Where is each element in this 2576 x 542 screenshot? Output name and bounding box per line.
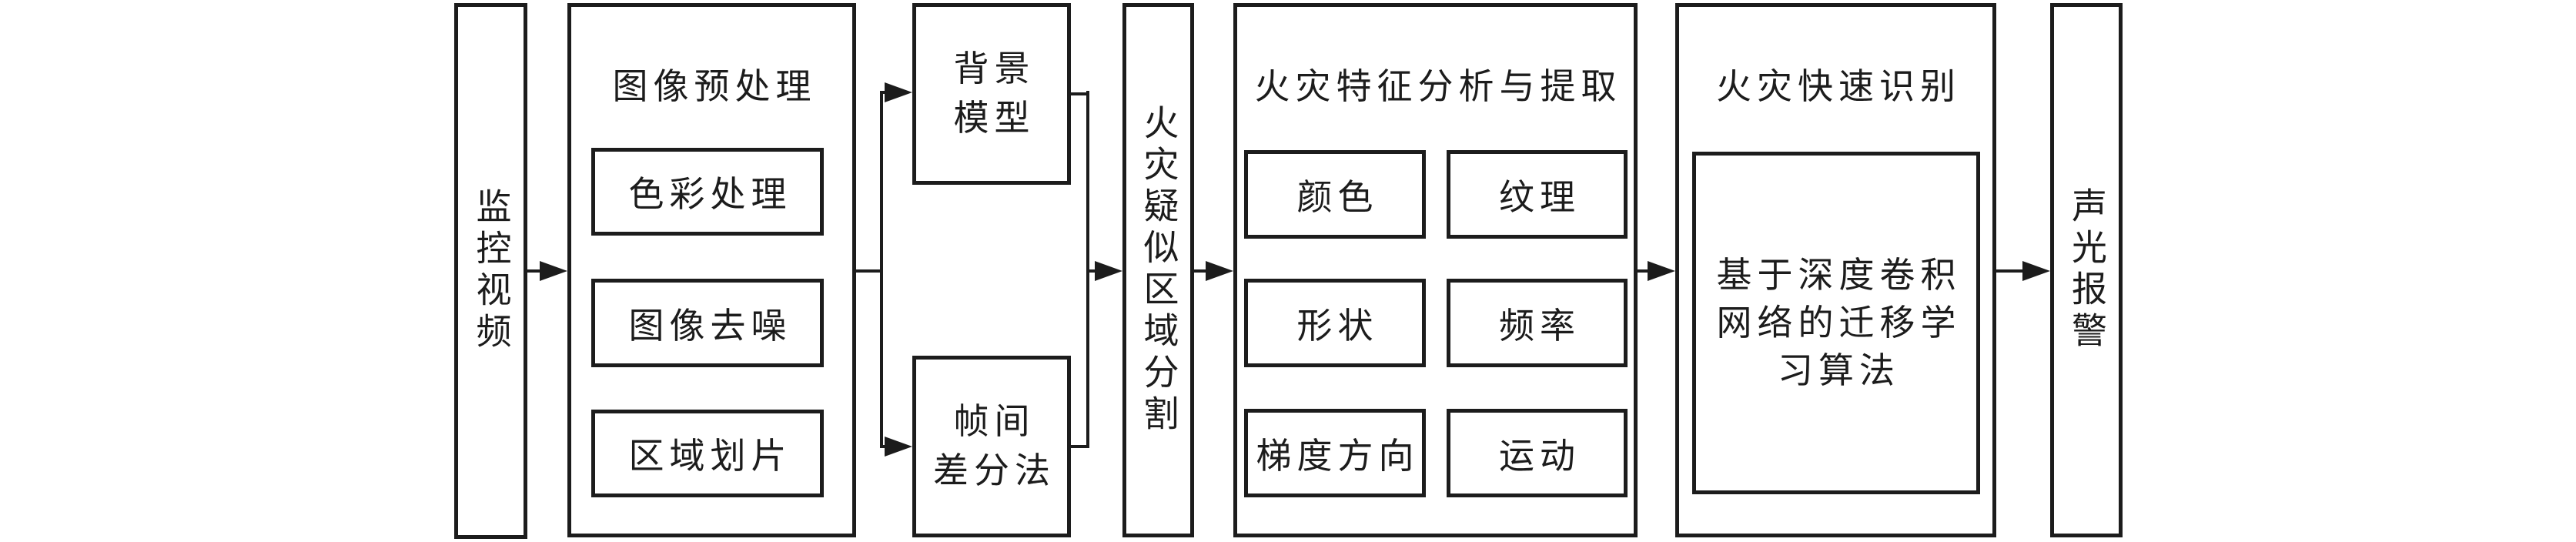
node-label-line: 模型 [953,99,1035,138]
node-background-model: 背景 模型 [912,3,1071,185]
sub-node-image-denoising: 图像去噪 [591,279,824,367]
sub-node-texture: 纹理 [1447,150,1628,239]
node-fire-recognition: 火灾快速识别 基于深度卷积 网络的迁移学 习算法 [1675,3,1996,537]
connector-line [1086,269,1098,273]
node-title: 火灾特征分析与提取 [1254,67,1622,106]
node-label-wrap: 监控视频 [458,7,524,535]
sub-node-region-slicing: 区域划片 [591,410,824,497]
connector-line [1069,445,1089,448]
node-label-wrap: 声光报警 [2054,7,2119,534]
connector-line [856,269,883,273]
node-label: 声光报警 [2067,187,2106,353]
node-label-line: 帧间 [953,402,1035,441]
connector-line [1638,269,1651,273]
sub-node-label: 纹理 [1499,177,1581,217]
connector-line [1996,269,2027,273]
node-feature-extraction: 火灾特征分析与提取 颜色 纹理 形状 频率 梯度方向 运动 [1233,3,1638,537]
connector-line [527,269,544,273]
sub-node-label: 运动 [1499,436,1581,476]
sub-node-transfer-learning-algorithm: 基于深度卷积 网络的迁移学 习算法 [1692,152,1980,494]
algorithm-label-line: 基于深度卷积 [1716,255,1962,295]
node-label: 监控视频 [471,188,511,354]
arrowhead-icon [885,437,912,457]
node-sound-light-alarm: 声光报警 [2050,3,2123,537]
node-title: 火灾快速识别 [1716,67,1961,106]
sub-node-shape: 形状 [1244,279,1426,367]
sub-node-label: 图像去噪 [628,306,792,346]
sub-node-frequency: 频率 [1447,279,1628,367]
sub-node-color-processing: 色彩处理 [591,148,824,236]
sub-node-label: 频率 [1499,306,1581,346]
sub-node-label: 色彩处理 [628,175,792,214]
sub-node-label: 区域划片 [628,437,792,476]
node-label-line: 背景 [953,49,1035,89]
node-label-wrap: 帧间 差分法 [916,360,1067,534]
arrowhead-icon [885,82,912,102]
node-image-preprocessing: 图像预处理 色彩处理 图像去噪 区域划片 [567,3,856,537]
node-label-wrap: 背景 模型 [916,7,1067,181]
node-label-wrap: 火灾疑似区域分割 [1126,7,1190,534]
arrowhead-icon [540,261,567,281]
connector-line [880,91,883,448]
arrowhead-icon [1206,261,1233,281]
connector-line [1069,92,1089,95]
arrowhead-icon [1095,261,1122,281]
algorithm-label-line: 习算法 [1778,350,1900,390]
sub-node-label: 形状 [1296,306,1379,346]
sub-node-label: 颜色 [1296,177,1379,217]
node-surveillance-video: 监控视频 [454,3,527,539]
node-label: 火灾疑似区域分割 [1139,104,1179,437]
node-frame-difference: 帧间 差分法 [912,356,1071,537]
arrowhead-icon [1648,261,1675,281]
node-fire-region-segmentation: 火灾疑似区域分割 [1122,3,1194,537]
node-label-line: 差分法 [933,451,1055,490]
connector-line [1194,269,1209,273]
sub-node-gradient-direction: 梯度方向 [1244,409,1426,497]
arrowhead-icon [2022,261,2050,281]
sub-node-color: 颜色 [1244,150,1426,239]
algorithm-label-line: 网络的迁移学 [1716,303,1962,343]
sub-node-label: 梯度方向 [1256,436,1420,476]
sub-node-motion: 运动 [1447,409,1628,497]
node-title: 图像预处理 [612,67,817,106]
